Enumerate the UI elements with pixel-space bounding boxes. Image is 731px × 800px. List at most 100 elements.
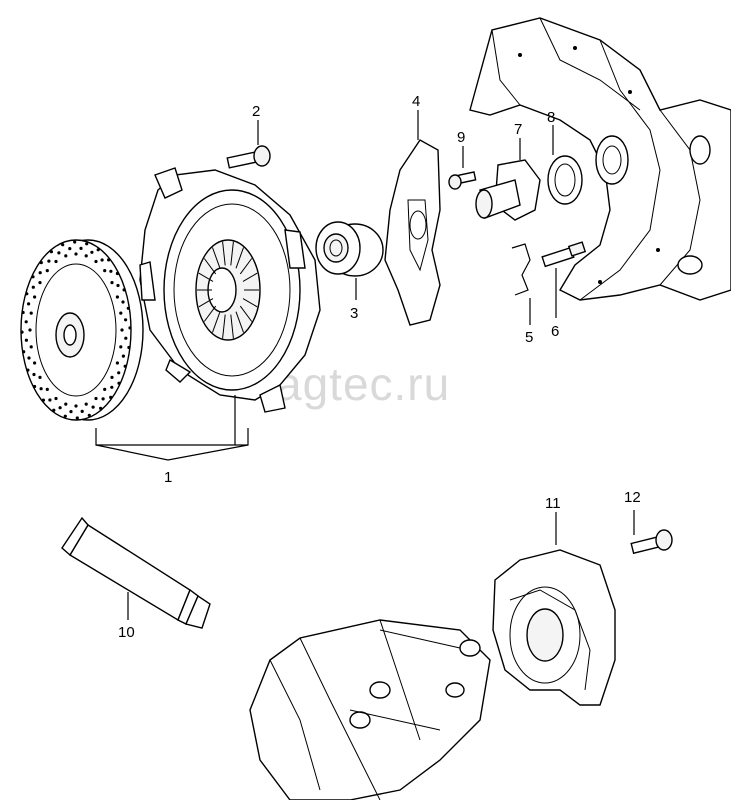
lining-dot xyxy=(110,375,114,379)
lining-dot xyxy=(115,361,119,365)
lining-dot xyxy=(100,258,104,262)
lining-dot xyxy=(123,364,127,368)
clutch-disc xyxy=(20,239,144,421)
lining-dot xyxy=(64,254,68,258)
spring-finger xyxy=(242,272,258,282)
release-bearing xyxy=(315,221,384,300)
lining-dot xyxy=(91,405,95,409)
lining-dot xyxy=(54,396,58,401)
lining-dot xyxy=(75,416,79,420)
lining-dot xyxy=(64,402,68,406)
lining-dot xyxy=(47,259,51,263)
cover-plate-part-11 xyxy=(492,512,616,706)
lining-dot xyxy=(115,295,119,299)
lining-dot xyxy=(28,328,32,332)
lining-dot xyxy=(38,281,42,285)
lining-dot xyxy=(41,398,46,402)
lining-dot xyxy=(110,281,114,285)
callout-12: 12 xyxy=(624,489,641,506)
guide-sleeve-part-7 xyxy=(475,138,541,221)
callout-bracket-1 xyxy=(95,395,249,461)
transmission-assembly xyxy=(249,619,491,800)
lining-dot xyxy=(33,295,37,299)
callout-1: 1 xyxy=(164,469,172,486)
bolt-part-2 xyxy=(226,120,271,169)
pressure-plate xyxy=(139,167,321,413)
lining-dot xyxy=(121,354,125,358)
spring-finger xyxy=(235,247,244,269)
lining-dot xyxy=(52,408,56,412)
lining-dot xyxy=(74,252,78,256)
callout-11: 11 xyxy=(545,495,561,512)
lining-dot xyxy=(49,250,54,254)
spring-finger xyxy=(212,311,221,333)
callout-4: 4 xyxy=(412,93,420,110)
callout-6: 6 xyxy=(551,323,559,340)
lining-dot xyxy=(90,250,94,254)
spring-finger xyxy=(242,298,258,308)
lining-dot xyxy=(26,368,30,372)
callout-9: 9 xyxy=(457,129,465,146)
callout-5: 5 xyxy=(525,329,533,346)
callout-8: 8 xyxy=(547,109,555,126)
lining-dot xyxy=(57,251,61,255)
lining-dot xyxy=(117,381,121,385)
lining-dot xyxy=(27,302,31,306)
lining-dot xyxy=(68,247,72,251)
lining-dot xyxy=(87,413,91,417)
lining-dot xyxy=(79,246,83,250)
lining-dot xyxy=(119,311,123,315)
lining-dot xyxy=(124,318,128,322)
spring-finger xyxy=(230,241,234,266)
lining-dot xyxy=(27,356,31,360)
lining-dot xyxy=(109,269,113,273)
callout-10: 10 xyxy=(118,624,135,641)
lining-dot xyxy=(21,310,25,315)
lining-dot xyxy=(128,326,132,330)
clip-part-5 xyxy=(511,243,531,325)
spring-finger xyxy=(212,247,221,269)
lining-dot xyxy=(61,243,65,247)
lining-dot xyxy=(101,397,105,401)
grease-tube-part-10 xyxy=(61,516,211,629)
lining-dot xyxy=(33,361,37,365)
lining-dot xyxy=(38,375,42,379)
lining-dot xyxy=(31,285,35,289)
pin-part-6 xyxy=(541,241,587,318)
spring-finger xyxy=(239,305,253,322)
lining-dot xyxy=(20,330,24,334)
lining-dot xyxy=(73,240,77,244)
spring-finger xyxy=(239,258,253,275)
lining-dot xyxy=(24,338,28,342)
callout-2: 2 xyxy=(252,103,260,120)
lining-dot xyxy=(122,288,126,292)
lining-dot xyxy=(45,387,49,391)
lining-dot xyxy=(127,345,131,350)
lining-dot xyxy=(29,345,33,349)
lining-dot xyxy=(38,271,42,275)
lining-dot xyxy=(31,275,35,279)
lining-dot xyxy=(103,387,107,391)
gearbox-housing xyxy=(469,17,731,301)
bolt-part-9 xyxy=(448,146,477,190)
bolt-part-12 xyxy=(630,510,673,555)
lining-dot xyxy=(54,259,58,264)
lining-dot xyxy=(120,328,124,332)
lining-dot xyxy=(96,248,100,252)
lining-dot xyxy=(58,406,62,410)
seal-ring-part-8 xyxy=(547,125,583,205)
spring-finger xyxy=(198,272,214,282)
spring-finger xyxy=(222,241,226,266)
spring-finger xyxy=(230,314,234,339)
callout-labels: 1 2 3 4 5 6 7 8 9 10 11 12 xyxy=(118,93,641,641)
lining-dot xyxy=(119,345,123,349)
spring-finger xyxy=(235,311,244,333)
lining-dot xyxy=(84,254,88,258)
lining-dot xyxy=(63,414,67,418)
lining-dot xyxy=(69,410,73,414)
lining-dot xyxy=(25,292,29,296)
lining-dot xyxy=(32,372,36,377)
lining-dot xyxy=(84,402,88,406)
lining-dot xyxy=(74,404,78,408)
